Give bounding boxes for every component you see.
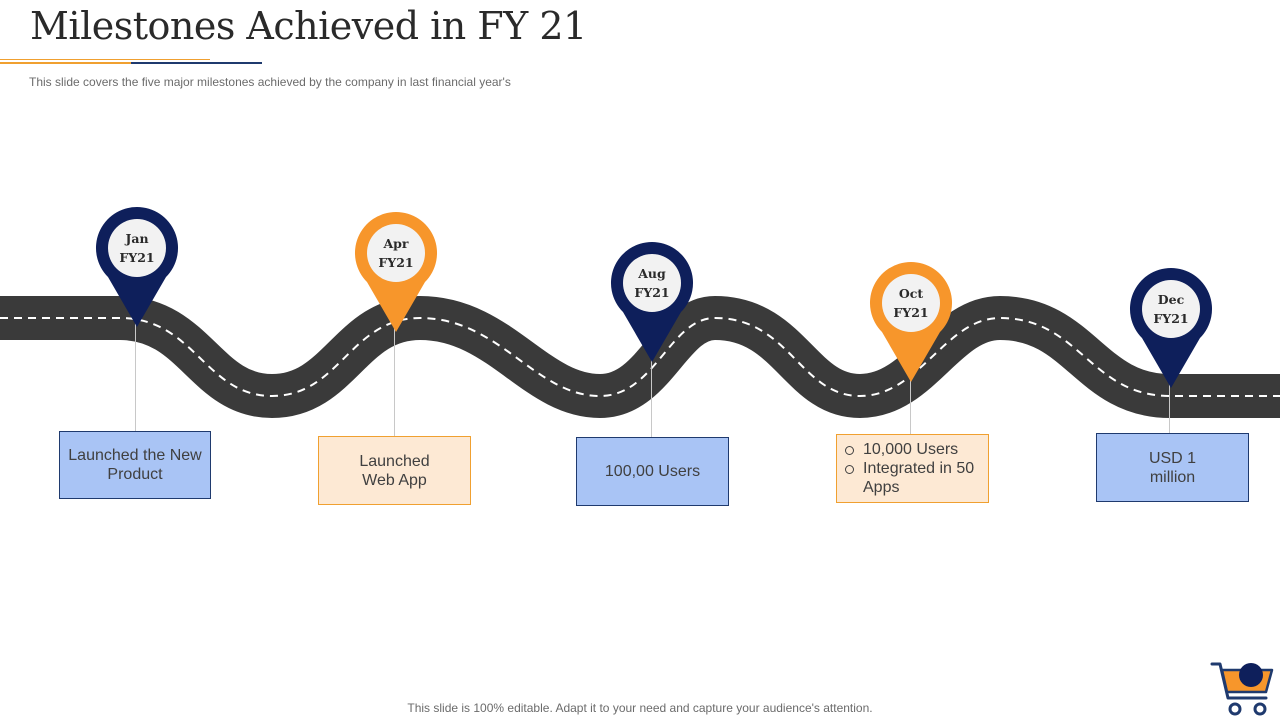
page-title: Milestones Achieved in FY 21 [30,4,587,48]
milestone-text: USD 1 million [1148,449,1197,486]
milestone-pin-apr: Apr FY21 [353,210,439,339]
location-pin-icon [869,262,953,382]
pin-year: FY21 [378,255,414,270]
list-item: 10,000 Users [845,440,980,459]
milestone-box-oct: 10,000 Users Integrated in 50 Apps [836,434,989,503]
milestone-box-aug: 100,00 Users [576,437,729,506]
pin-month: Oct [898,286,924,301]
pin-year: FY21 [119,250,155,265]
pin-month: Jan [125,231,149,246]
milestone-connector [651,356,652,437]
milestone-box-apr: Launched Web App [318,436,471,505]
footer-note: This slide is 100% editable. Adapt it to… [407,701,873,715]
milestone-pin-aug: Aug FY21 [609,240,695,369]
milestone-connector [135,320,136,432]
milestone-connector [394,328,395,436]
page-subtitle: This slide covers the five major milesto… [29,75,511,89]
milestone-text: 100,00 Users [604,463,701,480]
location-pin-icon [95,207,179,327]
milestone-pin-oct: Oct FY21 [868,260,954,389]
milestone-box-jan: Launched the New Product [59,431,211,499]
location-pin-icon [354,212,438,332]
location-pin-icon [1129,268,1213,388]
milestone-connector [1169,384,1170,433]
milestone-pin-jan: Jan FY21 [94,205,180,334]
milestone-text: Launched Web App [359,452,430,489]
milestone-pin-dec: Dec FY21 [1128,266,1214,395]
pin-month: Apr [383,236,409,251]
milestone-box-dec: USD 1 million [1096,433,1249,502]
title-underline-accent [0,59,210,60]
milestone-list: 10,000 Users Integrated in 50 Apps [845,440,980,497]
pin-year: FY21 [634,285,670,300]
list-item: Integrated in 50 Apps [845,459,980,497]
pin-year: FY21 [1153,311,1189,326]
pin-month: Dec [1157,292,1185,307]
shopping-cart-icon [1210,662,1274,716]
location-pin-icon [610,242,694,362]
pin-month: Aug [638,266,666,281]
pin-year: FY21 [893,305,929,320]
milestone-text: Launched the New Product [68,447,202,483]
road-center-line [0,316,1280,398]
milestone-connector [910,378,911,434]
title-underline [0,62,262,64]
